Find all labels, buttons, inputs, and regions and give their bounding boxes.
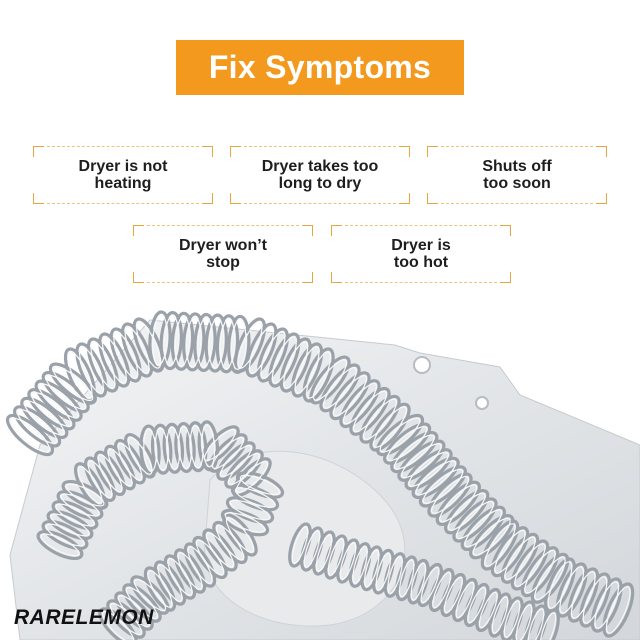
symptom-text: Dryer is too hot	[391, 237, 451, 271]
coil-spring	[5, 310, 635, 640]
symptom-box-shuts-off: Shuts off too soon	[427, 146, 607, 204]
coil-highlight	[9, 314, 631, 640]
title-banner: Fix Symptoms	[176, 40, 464, 95]
heating-element-image	[5, 310, 640, 640]
symptom-text: Dryer is not heating	[78, 158, 168, 192]
symptom-text: Dryer takes too long to dry	[261, 158, 379, 192]
mounting-hole	[475, 396, 489, 410]
brand-logo: RARELEMON	[14, 606, 154, 629]
symptom-box-not-heating: Dryer is not heating	[33, 146, 213, 204]
symptom-text: Shuts off too soon	[482, 158, 552, 192]
symptom-box-wont-stop: Dryer won’t stop	[133, 225, 313, 283]
page-title: Fix Symptoms	[208, 49, 432, 85]
symptom-box-too-hot: Dryer is too hot	[331, 225, 511, 283]
symptom-box-takes-too-long: Dryer takes too long to dry	[230, 146, 410, 204]
mounting-hole	[413, 356, 431, 374]
symptom-text: Dryer won’t stop	[178, 237, 267, 271]
